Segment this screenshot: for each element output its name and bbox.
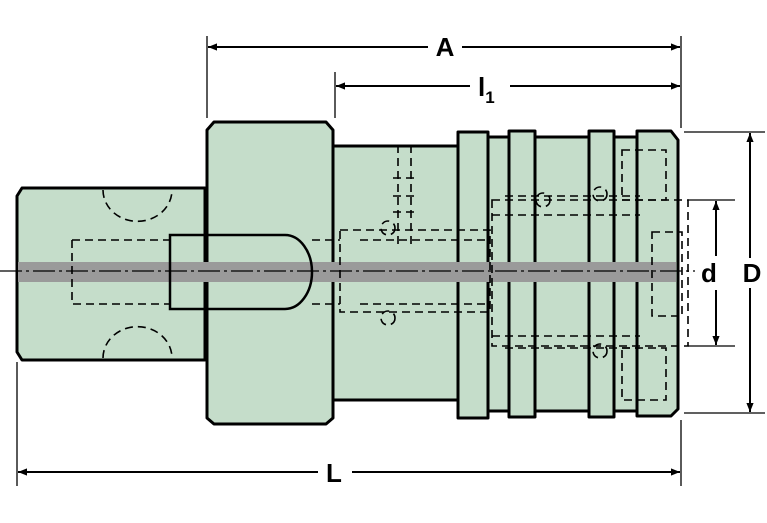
hidden-features bbox=[71, 145, 689, 401]
dimension-L: L bbox=[18, 458, 680, 488]
shank-flat-bottom bbox=[102, 325, 173, 359]
dimension-D: D bbox=[743, 133, 762, 412]
dimension-l1: l1 bbox=[336, 72, 680, 107]
extension-lines bbox=[16, 36, 765, 486]
dimension-A: A bbox=[208, 32, 680, 62]
dimension-A-label: A bbox=[436, 32, 455, 62]
dimension-d: d bbox=[701, 201, 720, 345]
clamp-screw bbox=[168, 233, 314, 311]
dimension-l1-label: l1 bbox=[478, 72, 495, 107]
shank-flat-top bbox=[102, 189, 173, 223]
dimension-d-label: d bbox=[701, 258, 717, 288]
dimension-L-label: L bbox=[326, 458, 342, 488]
dimension-D-label: D bbox=[743, 258, 762, 288]
axis-band bbox=[18, 262, 676, 282]
